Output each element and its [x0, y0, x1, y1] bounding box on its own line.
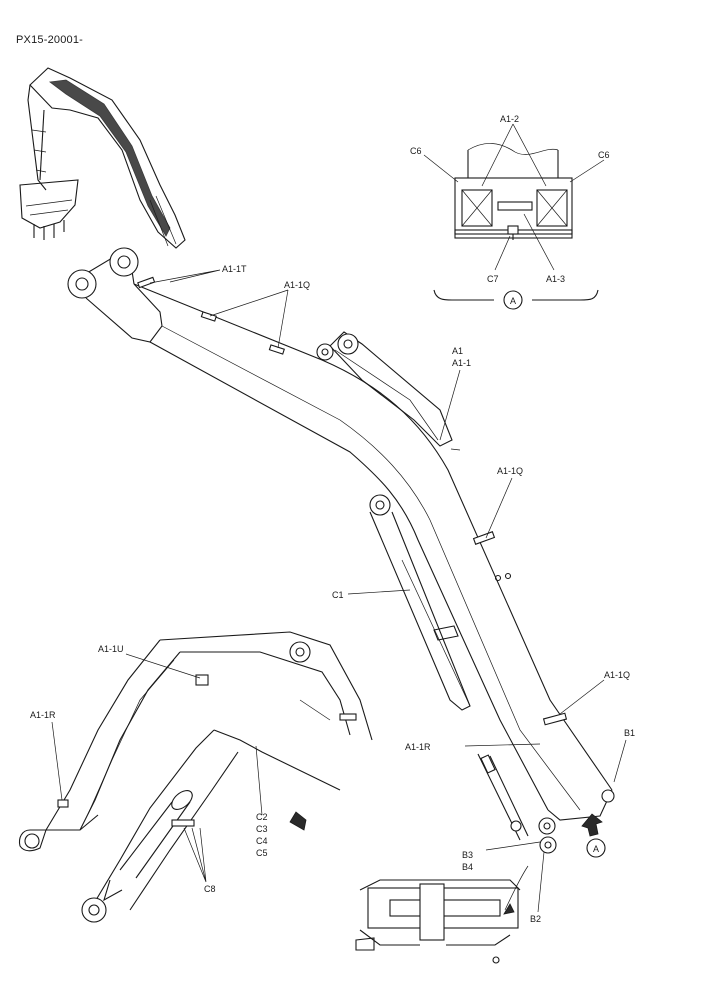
label-view-a-arrow: A: [593, 844, 599, 854]
label-c4: C4: [256, 836, 268, 846]
label-b1: B1: [624, 728, 635, 738]
label-a1: A1: [452, 346, 463, 356]
label-c5: C5: [256, 848, 268, 858]
part-labels: A1-2 C6 C6 C7 A1-3 A A1-1T A1-1Q A1 A1-1…: [30, 114, 635, 924]
label-a1-1q-low: A1-1Q: [604, 670, 630, 680]
detail-view-a: [423, 123, 605, 310]
label-a1-1r-main: A1-1R: [405, 742, 431, 752]
label-a1-3: A1-3: [546, 274, 565, 284]
label-c7: C7: [487, 274, 499, 284]
main-boom: [67, 247, 615, 858]
label-a1-1t: A1-1T: [222, 264, 247, 274]
inset-boom-view: [18, 631, 373, 923]
overview-excavator-thumbnail: [19, 67, 186, 249]
label-a1-1q-top: A1-1Q: [284, 280, 310, 290]
label-c8: C8: [204, 884, 216, 894]
label-view-a-detail: A: [510, 296, 516, 306]
label-a1-1: A1-1: [452, 358, 471, 368]
label-a1-1q-mid: A1-1Q: [497, 466, 523, 476]
label-c2: C2: [256, 812, 268, 822]
document-code: PX15-20001-: [16, 34, 84, 46]
label-b3: B3: [462, 850, 473, 860]
boom-cylinder: [369, 494, 529, 841]
label-c1: C1: [332, 590, 344, 600]
label-c3: C3: [256, 824, 268, 834]
label-a1-1r-inset: A1-1R: [30, 710, 56, 720]
label-c6-left: C6: [410, 146, 422, 156]
leader-lines: [51, 269, 627, 913]
label-c6-right: C6: [598, 150, 610, 160]
pin-detail: [355, 865, 529, 964]
label-b2: B2: [530, 914, 541, 924]
label-a1-2: A1-2: [500, 114, 519, 124]
label-a1-1u: A1-1U: [98, 644, 124, 654]
label-b4: B4: [462, 862, 473, 872]
